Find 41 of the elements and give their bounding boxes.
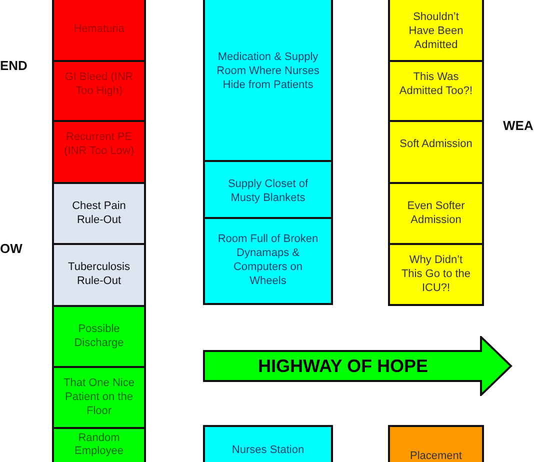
side-label: OW bbox=[0, 241, 22, 256]
box-label: Room Full of Broken Dynamaps & Computers on Wheels bbox=[216, 232, 320, 288]
unit-box bbox=[52, 120, 146, 184]
box-label: Medication & Supply Room Where Nurses Hide from Patients bbox=[216, 50, 320, 92]
box-label: That One Nice Patient on the Floor bbox=[62, 376, 136, 418]
unit-box bbox=[52, 60, 146, 122]
unit-box bbox=[388, 60, 484, 122]
unit-box bbox=[388, 243, 484, 306]
box-label: Tuberculosis Rule-Out bbox=[67, 260, 131, 288]
box-label: Hematuria bbox=[72, 22, 126, 36]
banner-text: HIGHWAY OF HOPE bbox=[256, 359, 430, 373]
unit-box bbox=[52, 366, 146, 429]
box-label: Shouldn’t Have Been Admitted bbox=[408, 10, 464, 52]
arrow-banner bbox=[203, 336, 513, 396]
box-label: Nurses Station bbox=[230, 443, 306, 457]
unit-box bbox=[388, 182, 484, 245]
box-label: Even Softer Admission bbox=[406, 199, 466, 227]
unit-box bbox=[388, 0, 484, 62]
unit-box bbox=[203, 0, 333, 162]
unit-box bbox=[203, 217, 333, 305]
unit-box bbox=[52, 0, 146, 62]
box-label: This Was Admitted Too?! bbox=[398, 70, 474, 98]
unit-box bbox=[388, 425, 484, 462]
box-label: Possible Discharge bbox=[73, 322, 125, 350]
unit-box bbox=[52, 182, 146, 245]
unit-box bbox=[52, 243, 146, 307]
unit-box bbox=[203, 425, 333, 462]
box-label: GI Bleed (INR Too High) bbox=[64, 70, 134, 98]
box-label: Chest Pain Rule-Out bbox=[71, 199, 127, 227]
unit-box bbox=[203, 160, 333, 219]
box-label: Supply Closet of Musty Blankets bbox=[226, 177, 310, 205]
unit-box bbox=[52, 427, 146, 462]
side-label: END bbox=[0, 58, 28, 73]
box-label: Placement bbox=[409, 449, 463, 462]
box-label: Random Employee bbox=[74, 432, 124, 458]
unit-box bbox=[388, 120, 484, 184]
unit-box bbox=[52, 305, 146, 368]
box-label: Recurrent PE (INR Too Low) bbox=[62, 130, 136, 158]
side-label: WEA bbox=[503, 118, 534, 133]
box-label: Why Didn’t This Go to the ICU?! bbox=[400, 253, 472, 295]
box-label: Soft Admission bbox=[398, 137, 474, 151]
